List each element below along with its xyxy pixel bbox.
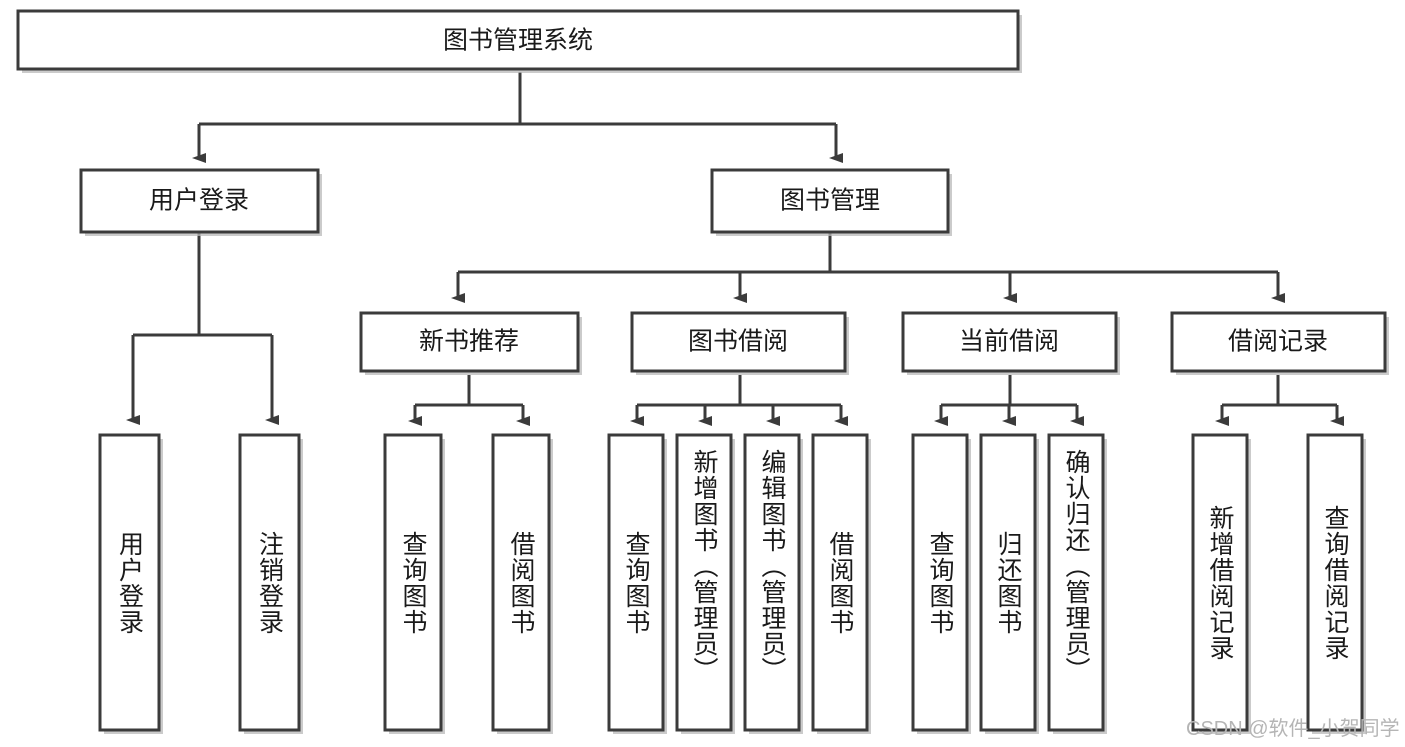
node-leaf-query-book-3-box[interactable]	[911, 433, 969, 732]
node-user-login-label: 用户登录	[149, 187, 249, 215]
node-current-borrow-box[interactable]	[901, 311, 1118, 373]
node-layer: 图书管理系统 用户登录 图书管理 新书推荐 图书借阅 当前借阅 借阅记录	[16, 9, 1389, 734]
node-leaf-add-book-box[interactable]	[675, 433, 733, 732]
node-book-borrow-label: 图书借阅	[688, 328, 788, 356]
node-user-login-box[interactable]	[79, 168, 320, 234]
node-leaf-add-record-box[interactable]	[1191, 433, 1249, 732]
connector-layer	[126, 72, 1344, 426]
node-book-management-label: 图书管理	[780, 187, 880, 215]
node-leaf-return-book-box[interactable]	[979, 433, 1037, 732]
node-current-borrow-label: 当前借阅	[959, 328, 1059, 356]
node-new-book-recommend-box[interactable]	[359, 311, 580, 373]
node-leaf-edit-book-box[interactable]	[743, 433, 801, 732]
node-leaf-query-record-box[interactable]	[1306, 433, 1364, 732]
node-leaf-query-book-2-box[interactable]	[607, 433, 665, 732]
node-book-management-box[interactable]	[710, 168, 950, 234]
node-leaf-borrow-book-1-box[interactable]	[491, 433, 551, 732]
node-leaf-user-login-box[interactable]	[98, 433, 161, 732]
node-new-book-recommend-label: 新书推荐	[419, 328, 519, 356]
node-leaf-confirm-return-box[interactable]	[1047, 433, 1105, 732]
node-root-label: 图书管理系统	[443, 27, 593, 55]
node-root-box[interactable]	[16, 9, 1020, 71]
csdn-watermark: CSDN @软件_小贺同学	[1186, 718, 1400, 740]
node-borrow-record-box[interactable]	[1170, 311, 1387, 373]
node-leaf-logout-login-box[interactable]	[238, 433, 301, 732]
node-book-borrow-box[interactable]	[630, 311, 847, 373]
node-borrow-record-label: 借阅记录	[1228, 328, 1328, 356]
node-leaf-borrow-book-2-box[interactable]	[811, 433, 869, 732]
node-leaf-query-book-1-box[interactable]	[383, 433, 443, 732]
